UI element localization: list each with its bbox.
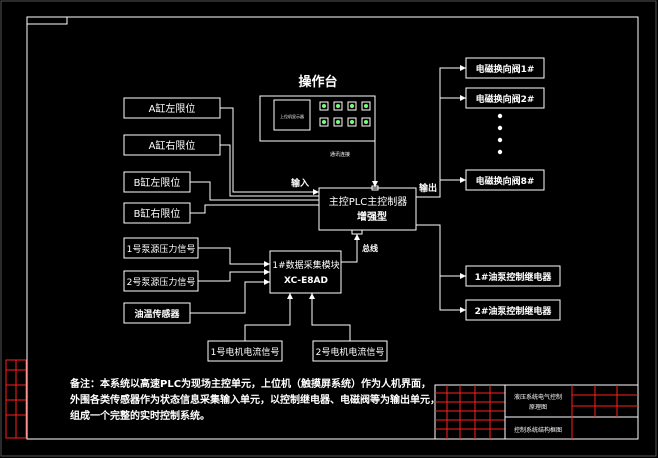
- relay-2-label: 2#油泵控制继电器: [475, 305, 553, 317]
- motor-current-2-label: 2号电机电流信号: [316, 346, 385, 358]
- relay-box-2: [465, 299, 561, 321]
- module-title: 1#数据采集模块: [272, 259, 339, 271]
- valve-box-8: [465, 169, 545, 191]
- main-plc-box: [318, 187, 417, 231]
- output-label: 输出: [419, 182, 437, 194]
- input-label: 输入: [291, 177, 309, 189]
- valve-box-2: [465, 87, 545, 109]
- title-block-name-2: 原理图: [529, 404, 547, 411]
- sensor-pump1-label: 1号泵源压力信号: [127, 243, 196, 255]
- sensor-oil-temp-label: 油温传感器: [134, 308, 180, 320]
- plc-subtitle: 增强型: [357, 210, 387, 223]
- input-b-left-label: B缸左限位: [134, 176, 181, 189]
- motor-wires: [244, 293, 351, 341]
- ellipsis-dots: [497, 113, 503, 155]
- sensor-wires: [190, 247, 270, 314]
- drawing-frame: [26, 16, 639, 440]
- valve-8-label: 电磁换向阀8#: [476, 175, 535, 187]
- console-link-label: 通讯连接: [330, 151, 350, 158]
- valve-1-label: 电磁换向阀1#: [476, 63, 535, 75]
- output-wires: [416, 65, 466, 313]
- console-box: [259, 95, 376, 142]
- motor-current-1-label: 1号电机电流信号: [211, 346, 280, 358]
- frame-corner-tab: [26, 16, 68, 25]
- console-screen: [273, 99, 311, 131]
- plc-title: 主控PLC主控制器: [329, 195, 408, 208]
- acquisition-module-box: [269, 250, 342, 294]
- console-screen-label: 上位机显示器: [280, 113, 304, 119]
- valve-2-label: 电磁换向阀2#: [476, 93, 535, 105]
- title-block: [434, 384, 639, 440]
- note-line-1: 备注：本系统以高速PLC为现场主控单元，上位机（触摸屏系统）作为人机界面，: [69, 377, 431, 390]
- input-a-left-label: A缸左限位: [149, 102, 196, 115]
- note-line-2: 外围各类传感器作为状态信息采集输入单元，以控制继电器、电磁阀等为输出单元，: [69, 393, 440, 406]
- input-a-right-label: A缸右限位: [149, 139, 196, 152]
- note-line-3: 组成一个完整的实时控制系统。: [70, 409, 210, 422]
- console-buttons: [319, 101, 371, 127]
- bus-label: 总线: [362, 243, 378, 253]
- input-wires: [190, 107, 378, 214]
- console-title: 操作台: [298, 74, 337, 90]
- title-block-name-1: 液压系统电气控制: [514, 393, 562, 401]
- valve-box-1: [465, 57, 545, 79]
- input-b-right-label: B缸右限位: [134, 207, 181, 220]
- module-model: XC-E8AD: [284, 276, 328, 286]
- sensor-pump2-label: 2号泵源压力信号: [127, 276, 196, 288]
- relay-1-label: 1#油泵控制继电器: [475, 271, 553, 283]
- title-block-drawing-name: 控制系统结构框图: [514, 426, 562, 434]
- relay-box-1: [465, 265, 561, 287]
